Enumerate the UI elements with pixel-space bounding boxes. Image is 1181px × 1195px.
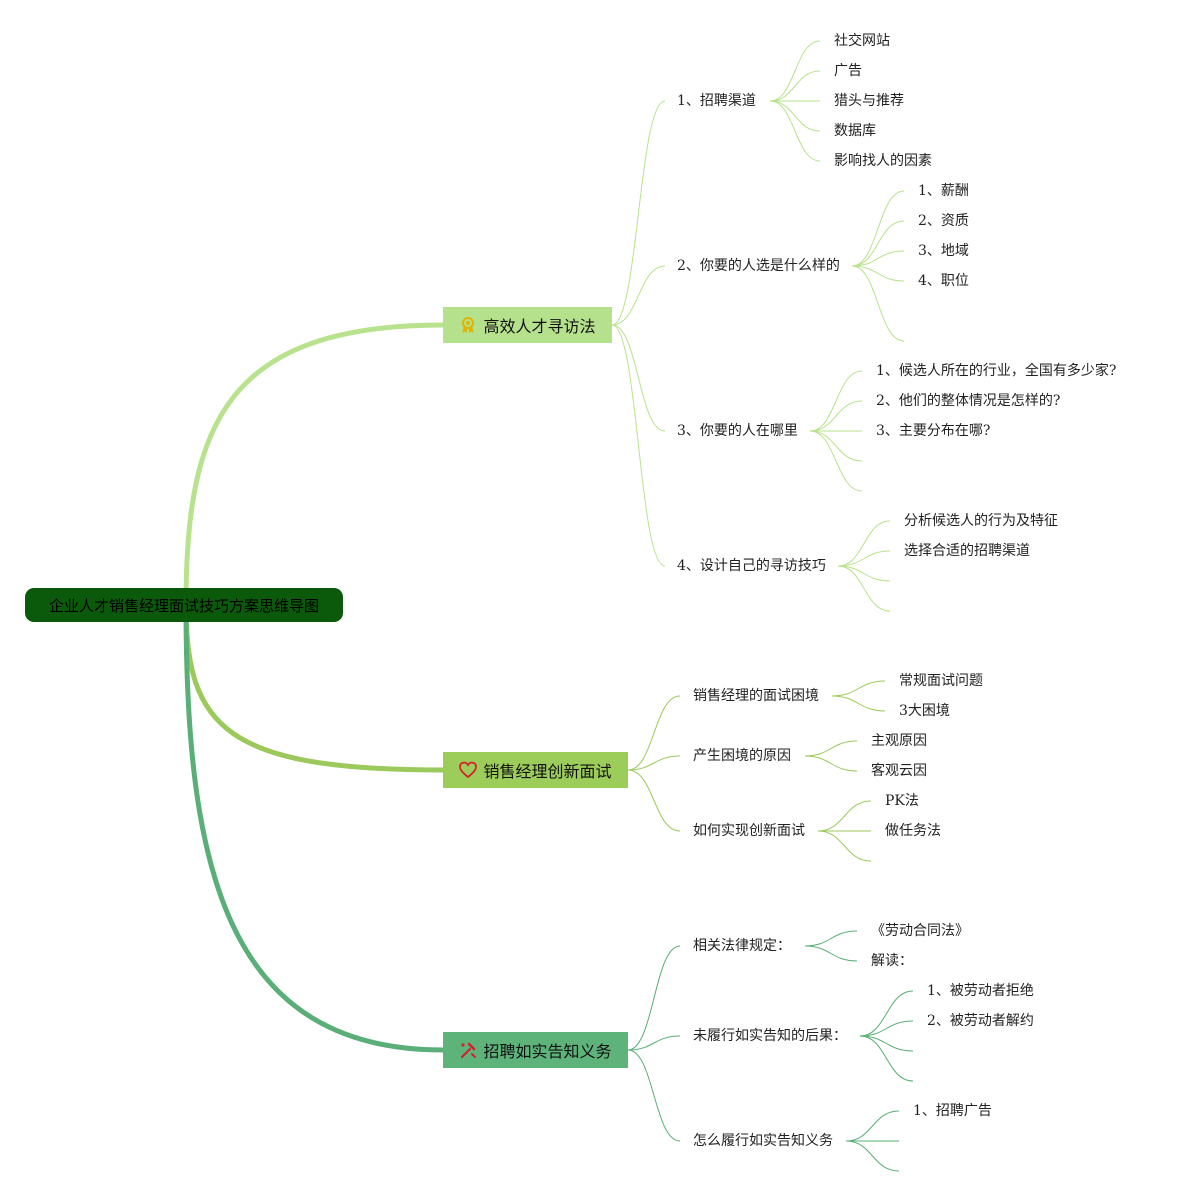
leaf-connector bbox=[769, 100, 821, 162]
branch-connector bbox=[183, 602, 446, 773]
branch-label: 高效人才寻访法 bbox=[483, 317, 596, 336]
topic-search-skills[interactable]: 4、设计自己的寻访技巧 bbox=[677, 558, 826, 574]
leaf-connector bbox=[859, 1020, 914, 1037]
leaf-connector bbox=[831, 695, 886, 712]
topic-connector bbox=[627, 769, 681, 832]
topic-recruit-channels[interactable]: 1、招聘渠道 bbox=[677, 93, 756, 109]
topic-connector bbox=[627, 1035, 681, 1051]
tools-icon bbox=[459, 1041, 477, 1059]
topic-connector bbox=[627, 945, 681, 1051]
leaf-node[interactable]: 1、薪酬 bbox=[918, 183, 969, 199]
topic-consequences[interactable]: 未履行如实告知的后果： bbox=[693, 1028, 847, 1044]
leaf-connector bbox=[804, 930, 858, 947]
leaf-node[interactable]: 做任务法 bbox=[885, 823, 941, 839]
leaf-connector bbox=[831, 680, 886, 697]
topic-connector bbox=[627, 1049, 681, 1142]
leaf-node[interactable]: 选择合适的招聘渠道 bbox=[904, 543, 1030, 559]
topic-connector bbox=[627, 755, 681, 771]
topic-how-to-fulfill[interactable]: 怎么履行如实告知义务 bbox=[693, 1133, 833, 1149]
leaf-connector bbox=[817, 830, 872, 862]
root-node[interactable]: 企业人才销售经理面试技巧方案思维导图 bbox=[25, 588, 343, 622]
leaf-node[interactable]: 2、他们的整体情况是怎样的? bbox=[876, 393, 1061, 409]
leaf-connector bbox=[851, 265, 905, 282]
leaf-node[interactable]: 主观原因 bbox=[871, 733, 927, 749]
branch-talent-search[interactable]: 高效人才寻访法 bbox=[443, 307, 612, 343]
topic-achieve-innovation[interactable]: 如何实现创新面试 bbox=[693, 823, 805, 839]
leaf-node[interactable]: 《劳动合同法》 bbox=[871, 923, 969, 939]
topic-candidate-location[interactable]: 3、你要的人在哪里 bbox=[677, 423, 798, 439]
leaf-node[interactable]: 解读： bbox=[871, 953, 913, 969]
heart-icon bbox=[459, 761, 478, 779]
leaf-connector bbox=[804, 755, 858, 772]
leaf-node[interactable]: 1、招聘广告 bbox=[913, 1103, 992, 1119]
leaf-node[interactable]: 影响找人的因素 bbox=[834, 153, 932, 169]
leaf-node[interactable]: 3、主要分布在哪? bbox=[876, 423, 991, 439]
leaf-node[interactable]: 2、资质 bbox=[918, 213, 969, 229]
topic-connector bbox=[611, 324, 666, 432]
leaf-connector bbox=[809, 430, 863, 462]
leaf-connector bbox=[845, 1110, 900, 1142]
branch-connector bbox=[183, 602, 446, 1053]
leaf-node[interactable]: 常规面试问题 bbox=[899, 673, 983, 689]
leaf-connector bbox=[851, 265, 905, 342]
leaf-connector bbox=[809, 370, 863, 432]
branch-label: 销售经理创新面试 bbox=[483, 762, 612, 781]
leaf-connector bbox=[769, 100, 821, 132]
leaf-node[interactable]: 客观云因 bbox=[871, 763, 927, 779]
leaf-connector bbox=[845, 1140, 900, 1172]
branch-label: 招聘如实告知义务 bbox=[483, 1042, 612, 1061]
leaf-node[interactable]: 3、地域 bbox=[918, 243, 969, 259]
leaf-connector bbox=[809, 430, 863, 492]
branch-connector bbox=[183, 322, 446, 608]
topic-connector bbox=[611, 324, 666, 567]
leaf-connector bbox=[859, 990, 914, 1037]
leaf-connector bbox=[809, 400, 863, 432]
leaf-node[interactable]: 2、被劳动者解约 bbox=[927, 1013, 1034, 1029]
root-label: 企业人才销售经理面试技巧方案思维导图 bbox=[48, 596, 319, 615]
leaf-node[interactable]: 分析候选人的行为及特征 bbox=[904, 513, 1058, 529]
leaf-connector bbox=[851, 250, 905, 267]
leaf-node[interactable]: 3大困境 bbox=[899, 703, 950, 719]
topic-connector bbox=[627, 695, 681, 771]
leaf-node[interactable]: 猎头与推荐 bbox=[834, 93, 904, 109]
leaf-connector bbox=[837, 565, 891, 612]
leaf-connector bbox=[837, 520, 891, 567]
leaf-connector bbox=[837, 550, 891, 567]
leaf-connector bbox=[769, 40, 821, 102]
leaf-node[interactable]: 1、被劳动者拒绝 bbox=[927, 983, 1034, 999]
topic-dilemma-causes[interactable]: 产生困境的原因 bbox=[693, 748, 791, 764]
ribbon-badge-icon bbox=[459, 316, 477, 334]
leaf-connector bbox=[837, 565, 891, 582]
leaf-connector bbox=[859, 1035, 914, 1082]
topic-connector bbox=[611, 100, 666, 326]
leaf-connector bbox=[817, 800, 872, 832]
leaf-connector bbox=[851, 220, 905, 267]
leaf-node[interactable]: 广告 bbox=[834, 63, 862, 79]
leaf-connector bbox=[859, 1035, 914, 1052]
leaf-connector bbox=[851, 190, 905, 267]
leaf-connector bbox=[804, 740, 858, 757]
topic-interview-dilemma[interactable]: 销售经理的面试困境 bbox=[693, 688, 819, 704]
branch-disclosure-duty[interactable]: 招聘如实告知义务 bbox=[443, 1032, 628, 1068]
leaf-connector bbox=[804, 945, 858, 962]
topic-connector bbox=[611, 265, 666, 326]
leaf-node[interactable]: PK法 bbox=[885, 793, 919, 809]
leaf-node[interactable]: 1、候选人所在的行业，全国有多少家? bbox=[876, 363, 1117, 379]
leaf-node[interactable]: 数据库 bbox=[834, 123, 876, 139]
leaf-node[interactable]: 社交网站 bbox=[834, 33, 890, 49]
leaf-connector bbox=[769, 70, 821, 102]
topic-candidate-profile[interactable]: 2、你要的人选是什么样的 bbox=[677, 258, 840, 274]
leaf-node[interactable]: 4、职位 bbox=[918, 273, 969, 289]
topic-legal-provisions[interactable]: 相关法律规定： bbox=[693, 938, 791, 954]
branch-innovative-interview[interactable]: 销售经理创新面试 bbox=[443, 752, 628, 788]
